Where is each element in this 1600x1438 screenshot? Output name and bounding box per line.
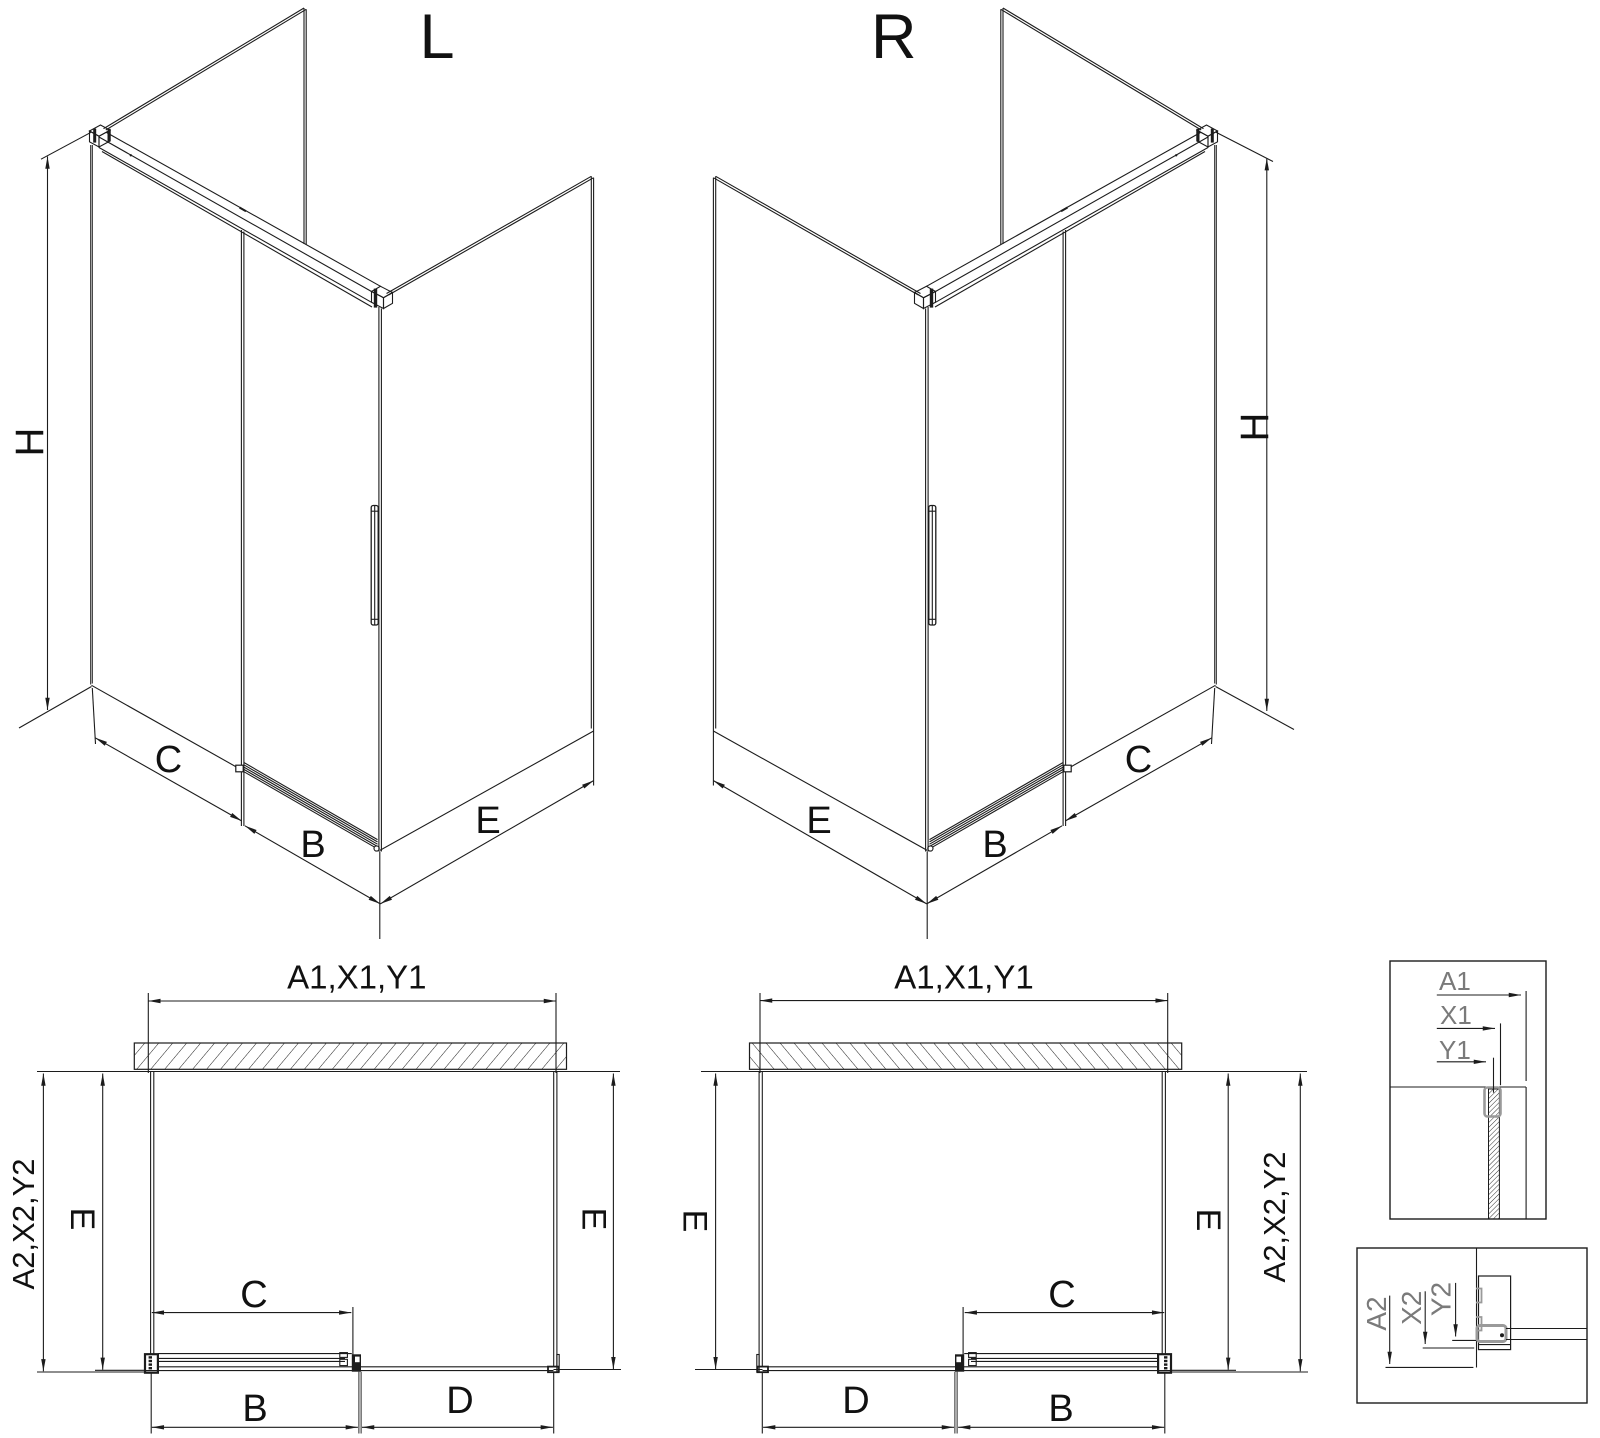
svg-text:A2,X2,Y2: A2,X2,Y2	[1257, 1152, 1292, 1283]
svg-text:D: D	[446, 1380, 473, 1422]
svg-text:A2: A2	[1361, 1296, 1392, 1330]
svg-text:H: H	[8, 428, 52, 457]
svg-text:A1: A1	[1439, 966, 1471, 996]
svg-text:A1,X1,Y1: A1,X1,Y1	[894, 959, 1033, 996]
svg-text:D: D	[842, 1380, 869, 1422]
svg-text:E: E	[63, 1208, 101, 1231]
svg-text:E: E	[575, 1208, 613, 1231]
svg-text:H: H	[1233, 413, 1277, 442]
svg-text:C: C	[1048, 1274, 1075, 1316]
svg-text:B: B	[242, 1388, 267, 1430]
svg-text:B: B	[982, 824, 1007, 866]
svg-text:E: E	[1189, 1209, 1227, 1232]
svg-text:E: E	[475, 800, 500, 842]
svg-text:Y2: Y2	[1426, 1282, 1457, 1316]
svg-text:A2,X2,Y2: A2,X2,Y2	[6, 1159, 41, 1290]
svg-text:C: C	[240, 1274, 267, 1316]
svg-text:B: B	[1048, 1388, 1073, 1430]
svg-text:E: E	[676, 1210, 714, 1233]
svg-text:X2: X2	[1396, 1291, 1427, 1325]
svg-text:C: C	[1125, 739, 1152, 781]
svg-text:Y1: Y1	[1439, 1035, 1471, 1065]
svg-text:E: E	[806, 800, 831, 842]
svg-text:L: L	[420, 2, 455, 72]
svg-text:A1,X1,Y1: A1,X1,Y1	[287, 959, 426, 996]
svg-text:R: R	[871, 2, 917, 72]
svg-text:B: B	[300, 824, 325, 866]
svg-text:X1: X1	[1440, 1000, 1472, 1030]
svg-text:C: C	[155, 739, 182, 781]
